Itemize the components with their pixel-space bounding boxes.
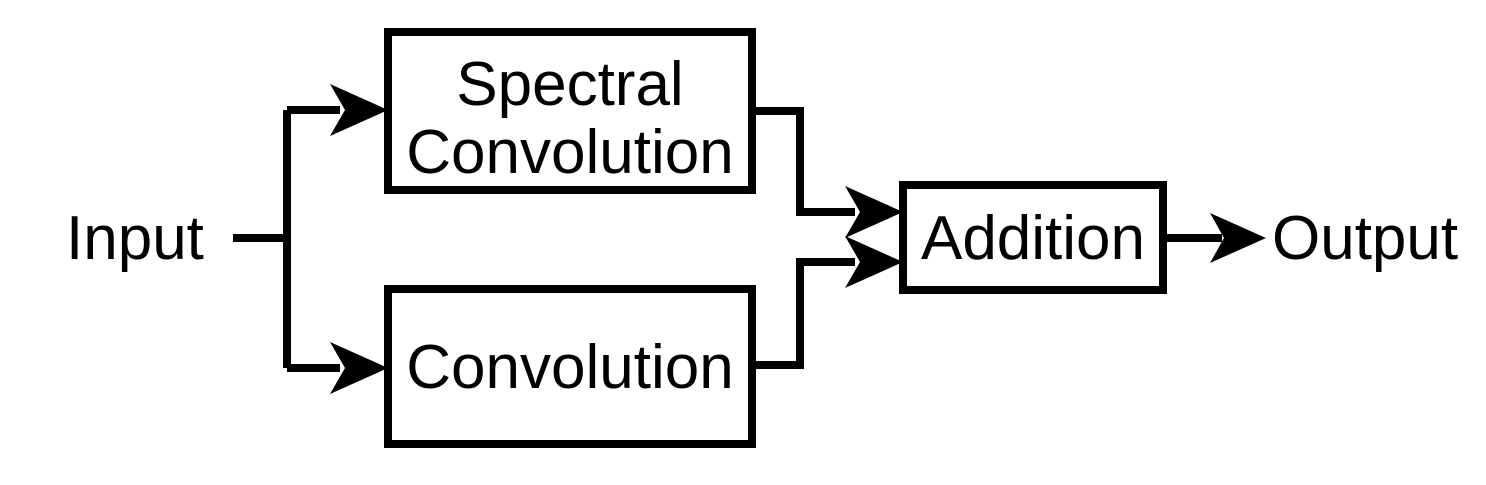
edge-spectral-to-addition-arrowhead	[845, 186, 903, 238]
input-label: Input	[66, 204, 204, 273]
node-spectral-convolution-label-line2: Convolution	[406, 118, 733, 187]
edge-addition-to-output-arrowhead	[1210, 213, 1266, 263]
node-addition-label: Addition	[921, 204, 1145, 273]
node-spectral-convolution[interactable]	[384, 28, 756, 194]
edge-branch-to-convolution-arrowhead	[330, 342, 388, 394]
edge-spectral-to-addition-line	[752, 107, 855, 216]
edge-branch-to-spectral-arrowhead	[330, 84, 388, 136]
edge-convolution-to-addition-line	[752, 258, 855, 369]
node-convolution-label: Convolution	[406, 333, 733, 402]
edge-convolution-to-addition-arrowhead	[845, 236, 903, 288]
node-spectral-convolution-label-line1: Spectral	[456, 50, 683, 119]
output-label: Output	[1272, 204, 1458, 273]
